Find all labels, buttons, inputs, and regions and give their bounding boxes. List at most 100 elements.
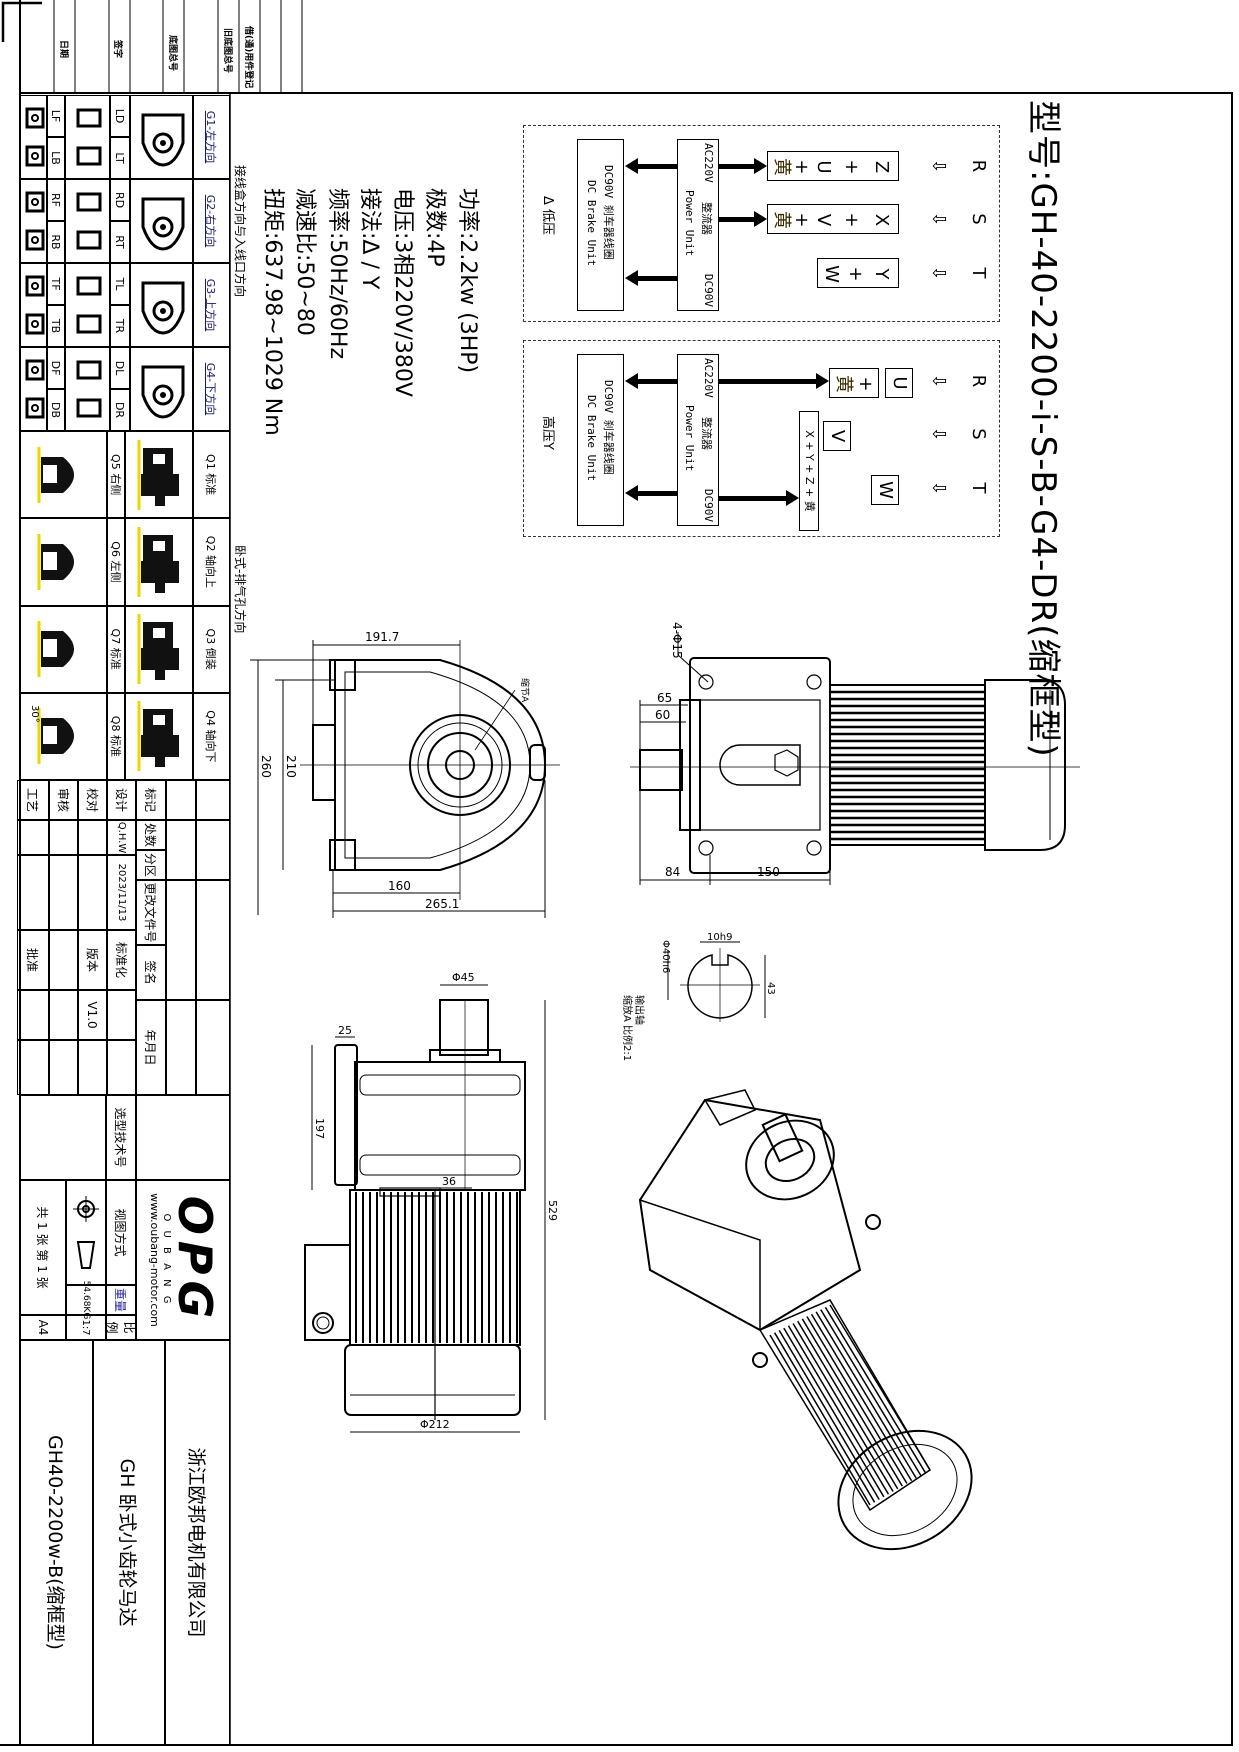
signoff-name [17, 820, 49, 855]
terminal-box-icon [71, 313, 104, 335]
mount-q-label: Q4 轴向下 [193, 692, 230, 780]
header-zone: 分区 [136, 850, 166, 880]
weight-value: 54.68KG [66, 1281, 106, 1319]
arrow-down-icon [637, 276, 677, 281]
brand-name: O U B A N G [161, 1213, 172, 1307]
mount-q-image [20, 605, 107, 693]
key-dia: Φ40h6 [660, 940, 671, 973]
fin-line [792, 1323, 894, 1492]
section-title-terminal-box: 接线盒方向与入线口方向 [233, 165, 247, 298]
gearmotor-end-icon [32, 532, 95, 592]
motor-fins-iso [769, 1304, 931, 1506]
brake-unit: DC90V 刹车器线圈 DC Brake Unit [577, 139, 624, 311]
mount-code: DR [110, 389, 130, 431]
dim-65: 65 [657, 691, 672, 705]
arrow-down-icon: ⇩ [928, 426, 949, 442]
terminal-box-icon [71, 107, 104, 129]
mount-q-label: Q3 倒装 [193, 605, 230, 693]
terminal-box-icon [71, 191, 104, 213]
spec-power: 功率:2.2kw (3HP) [455, 188, 480, 374]
mount-q-label: Q6 左侧 [107, 518, 125, 606]
fin-line [769, 1334, 871, 1506]
terminal-r: R [968, 374, 989, 388]
blank-cell [166, 1000, 196, 1095]
terminal-box-icon [71, 145, 104, 167]
mount-g-image [130, 95, 193, 179]
mount-code: TB [47, 305, 65, 347]
yellow-wire-label: 黄 [771, 211, 792, 229]
spec-voltage: 电压:3相220V/380V [390, 188, 415, 397]
strip-label-base-no: 底图总号 [167, 35, 179, 71]
key-width: 10h9 [707, 932, 732, 943]
blank-cell [17, 1040, 49, 1095]
power-unit-name-en: Power Unit [683, 190, 696, 257]
plus: + [791, 212, 812, 228]
key-detail [667, 941, 766, 1022]
company-name: 浙江欧邦电机有限公司 [165, 1340, 230, 1745]
strip-label-sign: 签字 [112, 39, 124, 58]
arrow-up-icon [719, 379, 817, 384]
terminal-s: S [968, 428, 989, 440]
power-unit-input: AC220V [702, 143, 715, 183]
header-date: 年月日 [136, 1000, 166, 1095]
section-title-breather: 卧式-排气孔方向 [233, 545, 247, 634]
mount-code: LT [110, 137, 130, 179]
signoff-approval-label: 标准化 [107, 930, 136, 990]
spec-frequency: 频率:50Hz/60Hz [325, 188, 350, 359]
star-point-box: X + Y + Z + 黄 [799, 411, 819, 531]
dim-150: 150 [757, 865, 780, 879]
header-mark: 标记 [136, 780, 166, 820]
front-view-dims [250, 640, 546, 918]
blank-cell [196, 1000, 230, 1095]
motor-fins-side [830, 690, 985, 841]
projection-symbols [66, 1180, 106, 1285]
signoff-approval-label: 批准 [17, 930, 49, 990]
key-scale: 缩放A 比例2:1 [621, 995, 634, 1061]
dim-212: Φ212 [420, 1418, 450, 1431]
dim-197: 197 [313, 1118, 326, 1139]
spec-ratio: 减速比:50~80 [292, 188, 318, 336]
mount-code: DL [110, 347, 130, 389]
brake-unit-title: DC90V 刹车器线圈 [602, 165, 615, 260]
terminal-box-icon [71, 275, 104, 297]
dim-210: 210 [284, 755, 298, 778]
mount-q-label: Q8 标准 [107, 692, 125, 780]
mount-g-top-icons [20, 95, 47, 179]
terminal-u: U [885, 368, 913, 398]
terminal-box-top-icon [22, 107, 45, 129]
signoff-role-label: 校对 [78, 780, 107, 820]
signoff-name [49, 820, 78, 855]
fin-line [810, 1313, 913, 1482]
terminal-w: W [871, 475, 899, 505]
fin-line [820, 1309, 922, 1476]
dim-191-7: 191.7 [365, 630, 399, 644]
blank-cell [107, 1040, 136, 1095]
mount-code: RF [47, 179, 65, 221]
detail-label: 缩节A [519, 678, 531, 703]
terminal-group-3: Y + W [817, 258, 899, 288]
mount-q-image [125, 605, 193, 693]
mount-code: RD [110, 179, 130, 221]
paper-size: A4 [20, 1315, 66, 1340]
signoff-date [17, 855, 49, 930]
dim-160: 160 [388, 879, 411, 893]
terminal-y: Y [871, 268, 892, 280]
dim-529: 529 [546, 1200, 559, 1221]
gearmotor-end-icon [32, 706, 95, 766]
signoff-date [78, 855, 107, 930]
terminal-s: S [968, 213, 989, 225]
mount-q-label: Q7 标准 [107, 605, 125, 693]
dim-25: 25 [338, 1024, 352, 1037]
key-name: 输出轴 [633, 995, 646, 1025]
dim-shaft-dia: Φ45 [452, 971, 475, 984]
plus: + [845, 266, 866, 282]
view-method-label: 视图方式 [106, 1180, 136, 1285]
fin-line [815, 1311, 917, 1479]
gearmotor-end-icon [32, 445, 95, 505]
header-change-doc: 更改文件号 [136, 880, 166, 945]
mount-q-label: Q2 轴向上 [193, 518, 230, 606]
mount-code: TL [110, 263, 130, 305]
